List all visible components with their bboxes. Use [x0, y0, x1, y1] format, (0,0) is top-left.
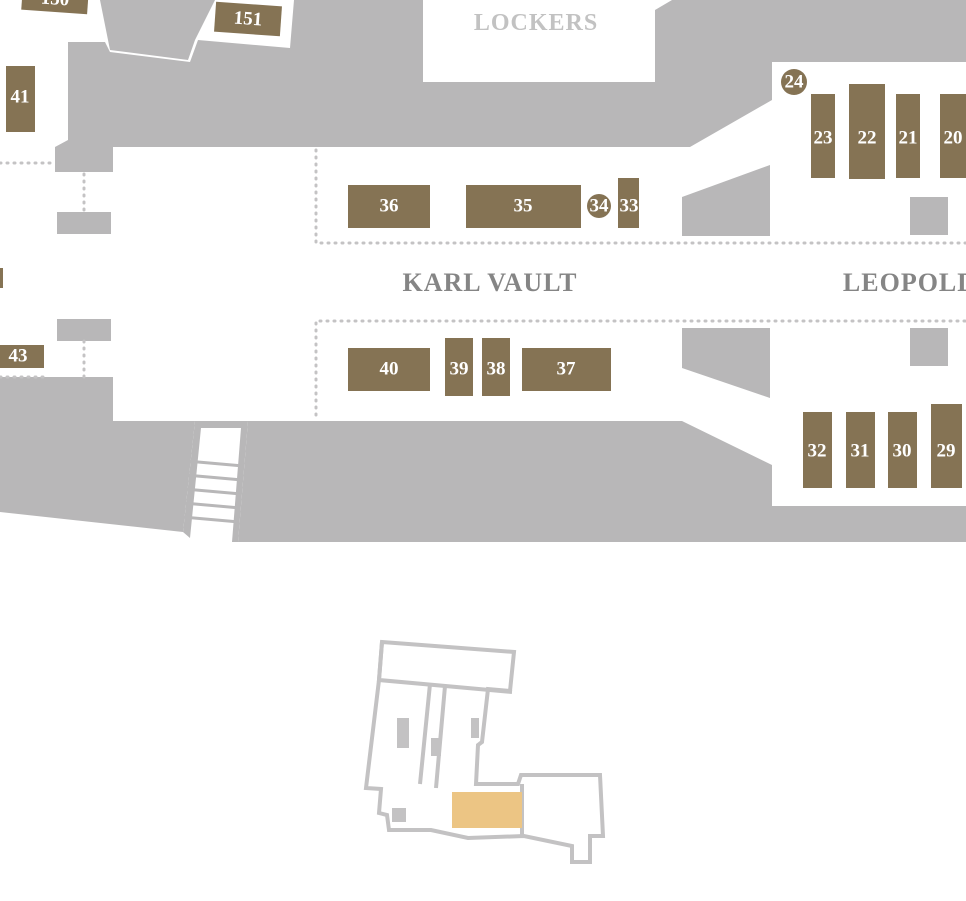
- svg-text:30: 30: [893, 441, 912, 462]
- tomb-33[interactable]: 33: [618, 178, 639, 228]
- svg-text:36: 36: [380, 196, 399, 217]
- tomb-29[interactable]: 29: [931, 404, 962, 488]
- overview-outline: [363, 639, 606, 864]
- leopold-label: LEOPOLD: [843, 268, 966, 297]
- tomb-41[interactable]: 41: [6, 66, 35, 132]
- svg-text:37: 37: [557, 359, 577, 380]
- lockers-label: LOCKERS: [474, 10, 598, 36]
- tomb-35[interactable]: 35: [466, 185, 581, 228]
- svg-text:150: 150: [40, 0, 70, 10]
- tomb-34[interactable]: 34: [587, 194, 611, 218]
- wall-block-left-lower: [57, 319, 111, 341]
- tomb-21[interactable]: 21: [896, 94, 920, 178]
- wall-block-left-upper: [57, 212, 111, 234]
- wall-block-right-lower: [910, 328, 948, 366]
- svg-text:22: 22: [858, 128, 877, 149]
- tomb-30[interactable]: 30: [888, 412, 917, 488]
- svg-text:41: 41: [11, 87, 30, 108]
- karl-vault-label: KARL VAULT: [403, 268, 578, 297]
- tomb-38[interactable]: 38: [482, 338, 510, 396]
- wall-bottom-left: [0, 377, 195, 532]
- svg-text:35: 35: [514, 196, 533, 217]
- current-location-highlight: [452, 792, 522, 828]
- tomb-20[interactable]: 20: [940, 94, 966, 178]
- svg-text:24: 24: [785, 72, 805, 93]
- tomb-43[interactable]: 43: [0, 345, 44, 368]
- svg-text:20: 20: [944, 128, 963, 149]
- dotted-boundaries: [0, 148, 966, 417]
- tomb-150[interactable]: 150: [21, 0, 89, 15]
- overview-minimap: [363, 639, 606, 864]
- tomb-39[interactable]: 39: [445, 338, 473, 396]
- tomb-37[interactable]: 37: [522, 348, 611, 391]
- tomb-22[interactable]: 22: [849, 84, 885, 179]
- svg-text:33: 33: [620, 196, 639, 217]
- tomb-32[interactable]: 32: [803, 412, 832, 488]
- walls: [0, 0, 966, 542]
- svg-text:34: 34: [590, 196, 610, 217]
- wall-block-right-upper: [910, 197, 948, 235]
- tomb-24[interactable]: 24: [781, 69, 807, 95]
- tomb-40[interactable]: 40: [348, 348, 430, 391]
- svg-text:32: 32: [808, 441, 827, 462]
- svg-text:151: 151: [233, 8, 263, 31]
- svg-text:39: 39: [450, 359, 469, 380]
- staircase: [183, 421, 248, 542]
- tomb-36[interactable]: 36: [348, 185, 430, 228]
- svg-text:31: 31: [851, 441, 870, 462]
- wall-wedge-lower: [682, 328, 770, 398]
- tomb-23[interactable]: 23: [811, 94, 835, 178]
- svg-text:29: 29: [937, 441, 956, 462]
- tomb-partial-left: [0, 268, 3, 288]
- wall-wedge-upper: [682, 165, 770, 236]
- svg-text:23: 23: [814, 128, 833, 149]
- svg-text:43: 43: [9, 346, 28, 367]
- wall-bottom-main: [238, 421, 966, 542]
- svg-text:38: 38: [487, 359, 506, 380]
- tombs: 150 151 41 43 36 35 34: [0, 0, 966, 488]
- wall-top-left: [0, 0, 215, 60]
- svg-text:40: 40: [380, 359, 399, 380]
- svg-text:21: 21: [899, 128, 918, 149]
- tomb-31[interactable]: 31: [846, 412, 875, 488]
- tomb-151[interactable]: 151: [214, 1, 282, 37]
- wall-top-mid: [55, 0, 966, 172]
